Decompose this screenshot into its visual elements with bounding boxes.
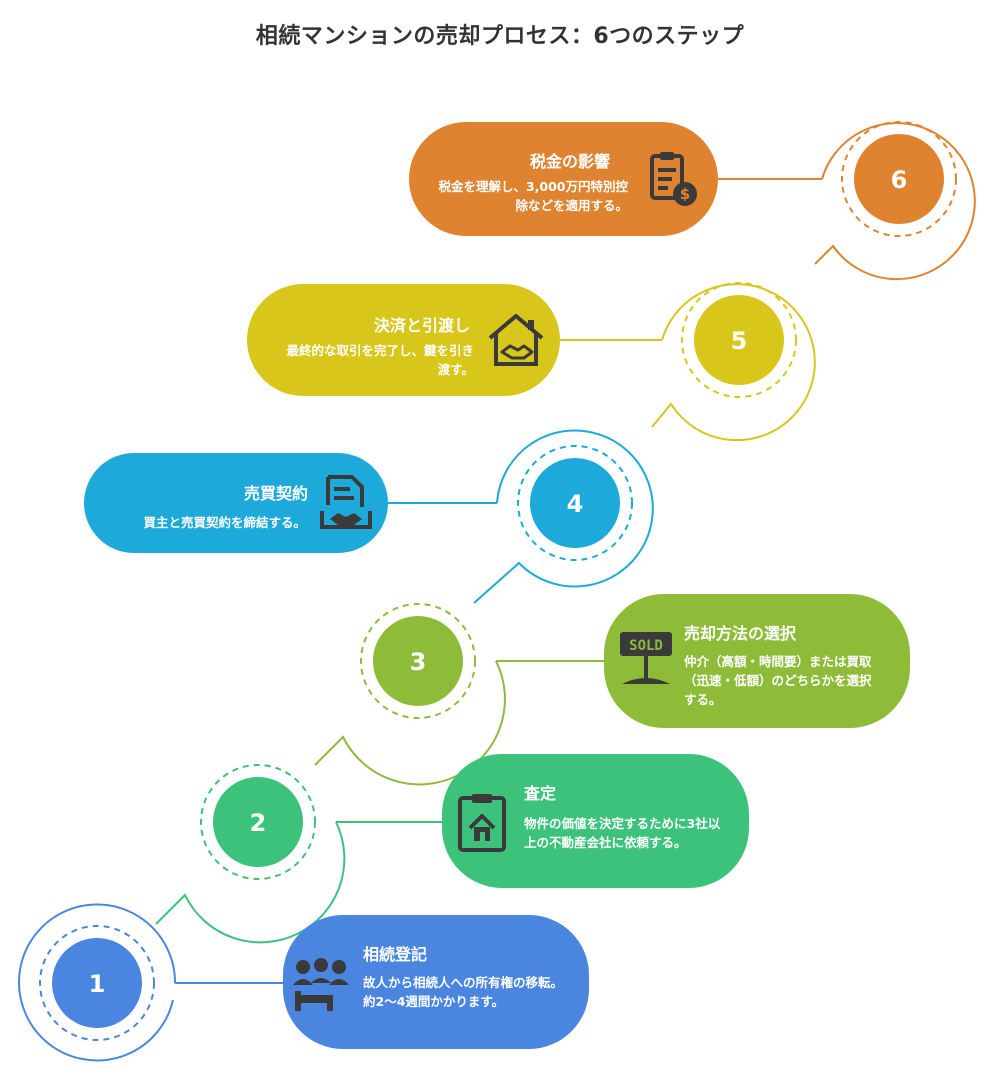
step-4-outer-ring [473, 429, 654, 604]
step-5-card: 決済と引渡し 最終的な取引を完了し、鍵を引き渡す。 [247, 284, 560, 396]
step-5-number: 5 [731, 327, 748, 355]
step-2-node: 2 [155, 764, 442, 944]
step-2-outer-ring [155, 821, 346, 944]
tax-document-icon: $ [650, 152, 697, 206]
step-1-title: 相続登記 [363, 945, 428, 964]
step-3-description: 仲介（高額・時間要）または買取（迅速・低額）のどちらかを選択する。 [684, 654, 872, 707]
step-1-description: 故人から相続人への所有権の移転。約2〜4週間かかります。 [363, 975, 564, 1009]
step-1-dashed-ring [39, 925, 155, 1041]
step-2-card: 査定 物件の価値を決定するために3社以上の不動産会社に依頼する。 [442, 754, 749, 888]
step-2-number: 2 [250, 809, 267, 837]
step-3-card: 売却方法の選択 仲介（高額・時間要）または買取（迅速・低額）のどちらかを選択する… [604, 594, 910, 728]
step-6-card: 税金の影響 税金を理解し、3,000万円特別控除などを適用する。 $ [409, 122, 718, 236]
step-6-number: 6 [891, 166, 908, 194]
step-4-node: 4 [388, 429, 654, 604]
step-6-outer-ring [814, 122, 976, 281]
step-2-number-circle [213, 777, 303, 867]
step-2-dashed-ring [200, 764, 316, 880]
svg-text:SOLD: SOLD [629, 638, 663, 654]
step-1-card: 相続登記 故人から相続人への所有権の移転。約2〜4週間かかります。 [283, 915, 589, 1049]
clipboard-house-icon [458, 794, 506, 852]
step-5-node: 5 [560, 282, 816, 442]
step-5-number-circle [694, 295, 784, 385]
sold-sign-icon: SOLD [620, 632, 672, 684]
people-icon [293, 958, 349, 1011]
page-title: 相続マンションの売却プロセス：6つのステップ [255, 24, 745, 49]
step-3-title: 売却方法の選択 [684, 624, 797, 643]
step-5-outer-ring [651, 283, 816, 442]
svg-text:$: $ [680, 185, 690, 203]
step-5-title: 決済と引渡し [373, 316, 470, 335]
step-5-dashed-ring [681, 282, 797, 398]
step-1-number-circle [52, 938, 142, 1028]
step-6-number-circle [854, 134, 944, 224]
step-3-number-circle [373, 616, 463, 706]
step-6-dashed-ring [841, 121, 957, 237]
step-4-number-circle [530, 458, 620, 548]
step-6-node: 6 [718, 121, 976, 281]
step-5-description: 最終的な取引を完了し、鍵を引き渡す。 [286, 343, 474, 377]
house-handshake-icon [488, 314, 544, 366]
step-2-title: 査定 [524, 784, 557, 803]
step-6-title: 税金の影響 [529, 152, 610, 171]
step-4-number: 4 [567, 490, 584, 518]
contract-handshake-icon [320, 475, 372, 529]
step-1-outer-ring [18, 903, 177, 1062]
step-4-card: 売買契約 買主と売買契約を締結する。 [84, 453, 388, 553]
step-4-description: 買主と売買契約を締結する。 [143, 515, 306, 530]
step-2-description: 物件の価値を決定するために3社以上の不動産会社に依頼する。 [524, 816, 721, 850]
step-4-dashed-ring [517, 445, 633, 561]
step-4-title: 売買契約 [243, 484, 308, 503]
step-3-dashed-ring [360, 603, 476, 719]
step-1-number: 1 [89, 970, 106, 998]
step-1-node: 1 [18, 903, 283, 1062]
step-3-number: 3 [410, 648, 427, 676]
step-6-description: 税金を理解し、3,000万円特別控除などを適用する。 [438, 179, 628, 213]
